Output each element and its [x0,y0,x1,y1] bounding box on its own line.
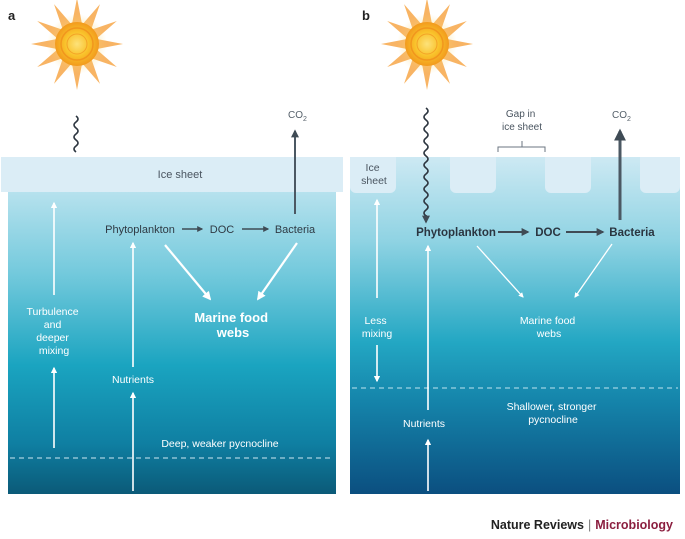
panel-b-letter: b [362,8,370,23]
ocean-water-a [8,157,336,494]
nutrients-label: Nutrients [112,374,154,386]
doc-label-b: DOC [535,227,561,239]
journal-section: Microbiology [595,518,673,532]
phyto-to-foodweb-arrow [164,244,212,301]
sun-icon [381,0,473,90]
bacteria-label-b: Bacteria [609,227,655,239]
light-ray-icon [423,107,429,217]
bacteria-to-foodweb-arrow-b [574,243,613,298]
journal-credit: Nature Reviews|Microbiology [491,518,673,532]
panel-b: b [350,0,680,494]
ice-sheet-label: Ice sheet [158,169,203,181]
bacteria-to-foodweb-arrow [256,242,298,301]
gap-in-ice-label: Gap in ice sheet [502,109,542,133]
marine-food-webs-label: Marine food webs [194,310,271,340]
light-ray-icon [73,115,79,153]
less-mixing-label: Less mixing [362,315,393,340]
co2-label-b: CO2 [612,110,631,123]
ocean-water-b [350,157,680,494]
marine-food-webs-label-b: Marine food webs [520,315,578,340]
pycnocline-label: Deep, weaker pycnocline [161,438,278,450]
panel-a-letter: a [8,8,16,23]
phytoplankton-label: Phytoplankton [105,224,175,236]
turbulence-label: Turbulence and deeper mixing [26,306,81,357]
ice-sheet-label-b: Ice sheet [361,162,387,187]
nutrients-label-b: Nutrients [403,418,445,430]
gap-bracket [497,141,546,152]
sun-icon [31,0,123,90]
bacteria-label: Bacteria [275,224,316,236]
phyto-to-foodweb-arrow-b [476,245,524,298]
journal-name: Nature Reviews [490,518,584,532]
panel-a: a [1,0,343,494]
co2-label: CO2 [288,110,307,123]
ice-sheet-a [1,157,343,192]
doc-label: DOC [210,224,235,236]
phytoplankton-label-b: Phytoplankton [416,227,496,239]
credit-separator: | [587,518,592,532]
pycnocline-label-b: Shallower, stronger pycnocline [507,401,600,426]
